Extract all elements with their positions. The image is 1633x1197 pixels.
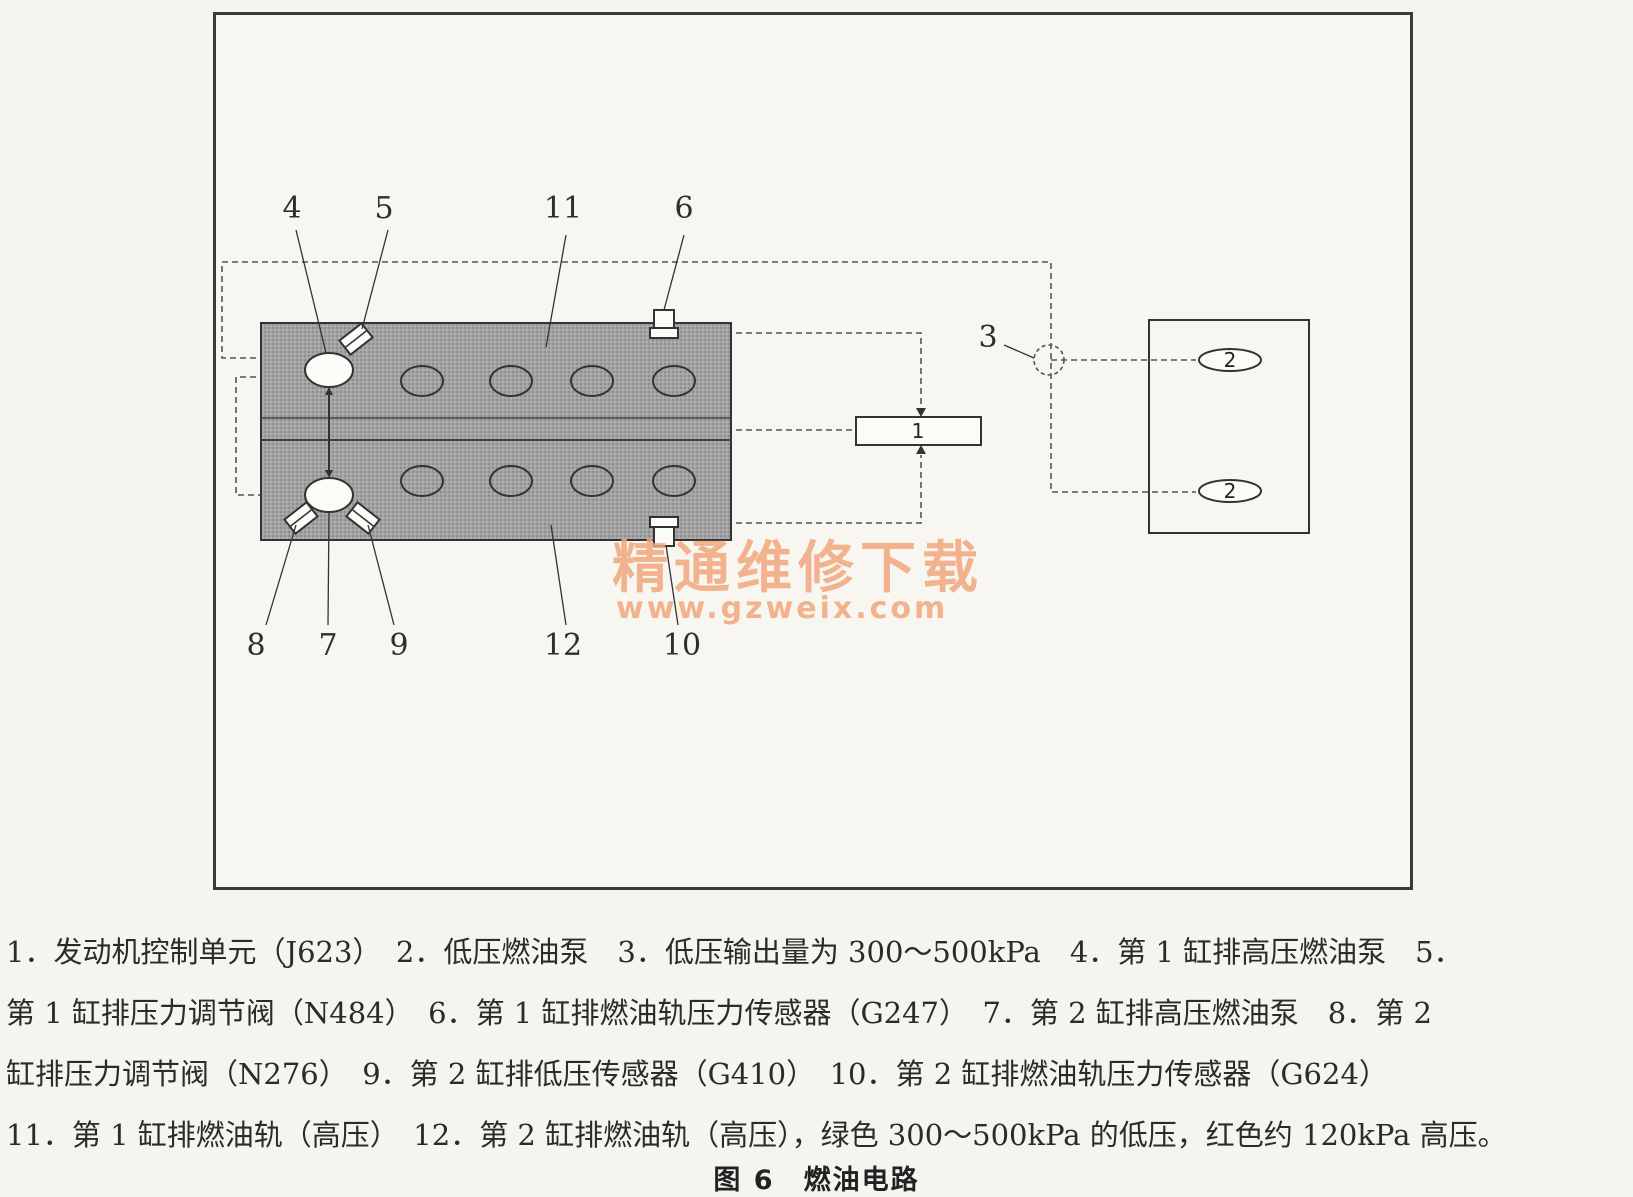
high-pressure-pump-bank-1 — [304, 352, 354, 388]
wire-top-loop — [221, 261, 1196, 493]
callout-4: 4 — [282, 191, 301, 226]
rail-pressure-sensor-6 — [649, 309, 679, 339]
low-pressure-sensor-9 — [345, 500, 381, 536]
legend-line-3: 缸排压力调节阀（N276） 9．第 2 缸排低压传感器（G410） 10．第 2… — [6, 1057, 1388, 1091]
legend-line-2: 第 1 缸排压力调节阀（N484） 6．第 1 缸排燃油轨压力传感器（G247）… — [6, 996, 1432, 1030]
watermark-url: www.gzweix.com — [616, 591, 948, 626]
pump-link-arrow-up — [325, 387, 333, 395]
fuel-tank-box — [1148, 319, 1310, 534]
legend-line-4: 11．第 1 缸排燃油轨（高压） 12．第 2 缸排燃油轨（高压），绿色 300… — [6, 1118, 1507, 1152]
rail-pressure-sensor-10 — [649, 516, 679, 547]
callout-10: 10 — [663, 628, 701, 663]
cylinder-2 — [489, 365, 533, 397]
low-pressure-pump-lower — [1198, 479, 1262, 503]
cylinder-7 — [570, 465, 614, 497]
fuel-circuit-diagram: 1 2 2 4 5 11 6 3 8 7 9 — [221, 191, 1310, 663]
cylinder-6 — [489, 465, 533, 497]
callout-7: 7 — [318, 628, 337, 663]
callout-6: 6 — [674, 191, 693, 226]
leader-7 — [327, 511, 330, 626]
cylinder-8 — [652, 465, 696, 497]
ecu-arrow-top — [916, 408, 926, 417]
callout-3: 3 — [978, 320, 997, 355]
low-pressure-junction — [1033, 344, 1065, 376]
engine-control-unit-box — [855, 416, 982, 446]
ecu-arrow-bottom — [916, 445, 926, 454]
legend: 1．发动机控制单元（J623） 2．低压燃油泵 3．低压输出量为 300～500… — [6, 922, 1628, 1166]
leader-11 — [545, 234, 567, 348]
pump-link-arrow-down — [325, 470, 333, 478]
leader-9 — [367, 524, 395, 626]
watermark-text: 精通维修下载 — [612, 536, 984, 601]
ecu-label: 1 — [912, 419, 925, 443]
wire-sensor6-ecu — [676, 332, 922, 420]
cylinder-3 — [570, 365, 614, 397]
callout-11: 11 — [544, 191, 582, 226]
leader-3 — [1003, 344, 1035, 359]
callout-9: 9 — [389, 628, 408, 663]
callout-8: 8 — [246, 628, 265, 663]
pressure-valve-8 — [283, 500, 319, 536]
leader-5 — [361, 229, 389, 330]
leader-10 — [665, 544, 679, 626]
cylinder-4 — [652, 365, 696, 397]
callout-12: 12 — [544, 628, 582, 663]
low-pressure-pump-upper — [1198, 348, 1262, 372]
figure-caption: 图 6 燃油电路 — [713, 1165, 920, 1196]
high-pressure-pump-bank-2 — [304, 477, 354, 513]
legend-line-1: 1．发动机控制单元（J623） 2．低压燃油泵 3．低压输出量为 300～500… — [6, 935, 1463, 969]
leader-lines — [265, 229, 1035, 626]
leader-12 — [550, 524, 567, 626]
figure-frame: 1 2 2 4 5 11 6 3 8 7 9 — [213, 12, 1413, 890]
leader-6 — [663, 234, 685, 311]
callout-5: 5 — [374, 191, 393, 226]
pressure-valve-5 — [338, 321, 374, 357]
cylinder-5 — [400, 465, 444, 497]
leader-8 — [265, 524, 297, 626]
cylinder-1 — [400, 365, 444, 397]
leader-4 — [295, 229, 327, 354]
wire-sensor10-ecu — [676, 455, 922, 524]
pump-upper-label: 2 — [1224, 348, 1237, 372]
pump-lower-label: 2 — [1224, 479, 1237, 503]
cylinders — [400, 365, 696, 497]
